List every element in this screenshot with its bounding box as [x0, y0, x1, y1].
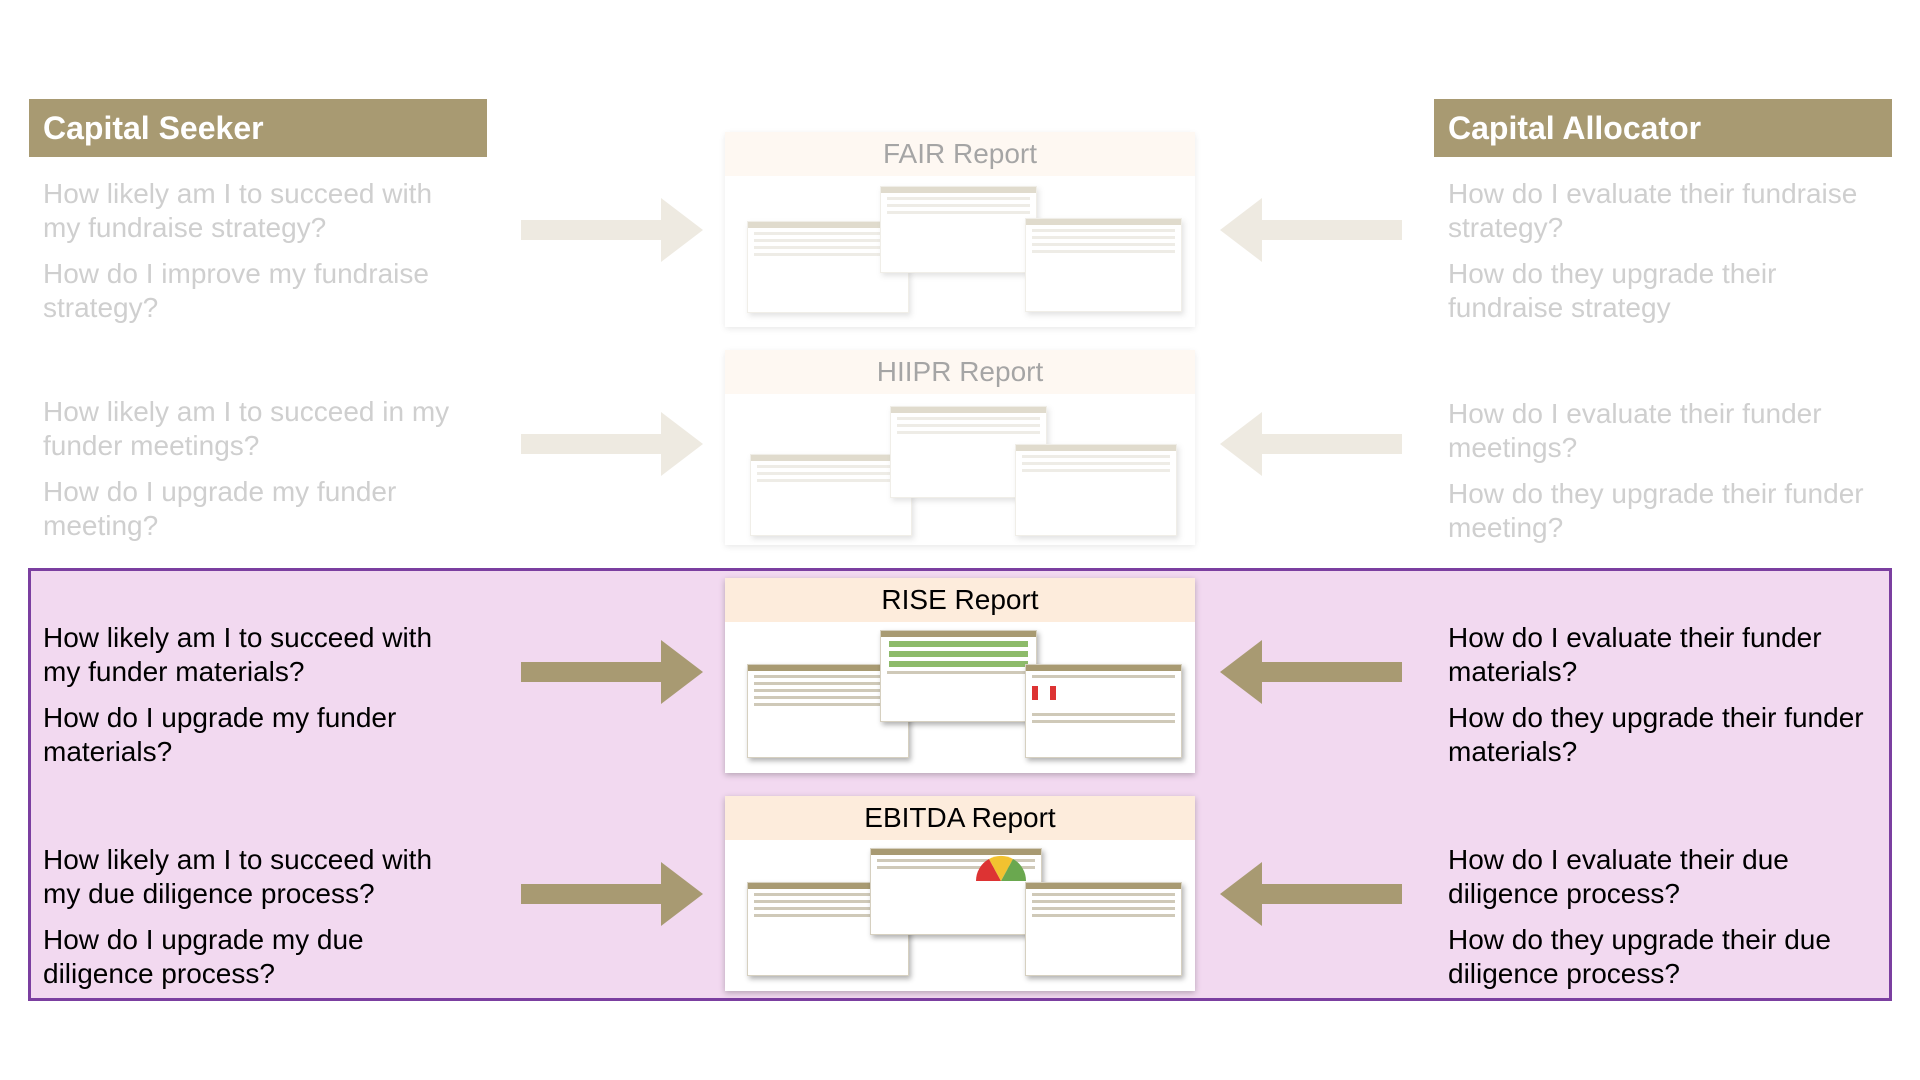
capital-allocator-header: Capital Allocator [1434, 99, 1892, 157]
allocator-question: How do they upgrade their due diligence … [1448, 924, 1831, 989]
seeker-question: How likely am I to succeed in my funder … [43, 396, 450, 461]
report-title: EBITDA Report [725, 796, 1195, 840]
report-page-thumbnail [750, 454, 912, 536]
allocator-questions-hiipr: How do I evaluate their funder meetings?… [1448, 397, 1878, 557]
report-page-thumbnail [880, 630, 1037, 722]
report-title: HIIPR Report [725, 350, 1195, 394]
hiipr-report-card[interactable]: HIIPR Report [725, 350, 1195, 545]
report-thumbnails [725, 176, 1195, 327]
report-page-thumbnail [870, 848, 1042, 935]
allocator-questions-ebitda: How do I evaluate their due diligence pr… [1448, 843, 1878, 1003]
seeker-question: How do I upgrade my funder meeting? [43, 476, 397, 541]
report-thumbnails [725, 394, 1195, 545]
rise-report-card[interactable]: RISE Report [725, 578, 1195, 773]
allocator-question: How do I evaluate their fundraise strate… [1448, 178, 1858, 243]
seeker-questions-rise: How likely am I to succeed with my funde… [43, 621, 473, 781]
seeker-question: How do I upgrade my funder materials? [43, 702, 397, 767]
allocator-questions-rise: How do I evaluate their funder materials… [1448, 621, 1878, 781]
seeker-question: How likely am I to succeed with my funde… [43, 622, 433, 687]
seeker-question: How likely am I to succeed with my due d… [43, 844, 433, 909]
left-arrow-icon [1220, 198, 1402, 262]
right-arrow-icon [521, 198, 703, 262]
report-page-thumbnail [1025, 218, 1182, 312]
report-title: RISE Report [725, 578, 1195, 622]
report-page-thumbnail [747, 221, 909, 313]
report-page-thumbnail [1025, 882, 1182, 976]
seeker-question: How do I upgrade my due diligence proces… [43, 924, 364, 989]
right-arrow-icon [521, 412, 703, 476]
left-arrow-icon [1220, 862, 1402, 926]
report-thumbnails [725, 622, 1195, 773]
left-arrow-icon [1220, 640, 1402, 704]
seeker-questions-hiipr: How likely am I to succeed in my funder … [43, 395, 473, 555]
report-page-thumbnail [1015, 444, 1177, 536]
report-title: FAIR Report [725, 132, 1195, 176]
seeker-questions-ebitda: How likely am I to succeed with my due d… [43, 843, 473, 1003]
report-page-thumbnail [1025, 664, 1182, 758]
left-arrow-icon [1220, 412, 1402, 476]
allocator-question: How do I evaluate their funder meetings? [1448, 398, 1822, 463]
report-thumbnails [725, 840, 1195, 991]
right-arrow-icon [521, 640, 703, 704]
capital-seeker-header: Capital Seeker [29, 99, 487, 157]
allocator-question: How do they upgrade their funder meeting… [1448, 478, 1864, 543]
allocator-question: How do I evaluate their due diligence pr… [1448, 844, 1789, 909]
allocator-question: How do they upgrade their funder materia… [1448, 702, 1864, 767]
report-page-thumbnail [880, 186, 1037, 273]
allocator-questions-fair: How do I evaluate their fundraise strate… [1448, 177, 1878, 337]
seeker-question: How likely am I to succeed with my fundr… [43, 178, 433, 243]
right-arrow-icon [521, 862, 703, 926]
fair-report-card[interactable]: FAIR Report [725, 132, 1195, 327]
allocator-question: How do I evaluate their funder materials… [1448, 622, 1822, 687]
report-page-thumbnail [890, 406, 1047, 498]
seeker-question: How do I improve my fundraise strategy? [43, 258, 429, 323]
ebitda-report-card[interactable]: EBITDA Report [725, 796, 1195, 991]
gauge-icon [975, 855, 1027, 881]
seeker-questions-fair: How likely am I to succeed with my fundr… [43, 177, 473, 337]
allocator-question: How do they upgrade their fundraise stra… [1448, 258, 1777, 323]
